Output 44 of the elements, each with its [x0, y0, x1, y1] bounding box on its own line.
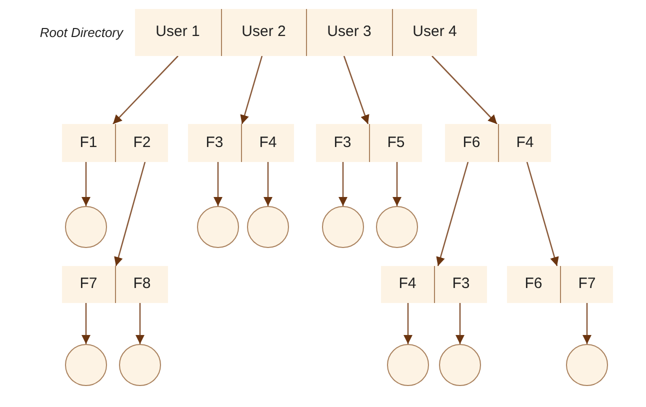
directory-box	[445, 124, 551, 162]
directory-cell: F7	[560, 266, 613, 303]
arrow	[404, 303, 412, 344]
arrow	[112, 56, 178, 124]
arrow	[392, 162, 402, 206]
directory-box	[507, 266, 613, 303]
directory-cell: User 2	[220, 9, 306, 56]
arrow	[264, 162, 272, 206]
arrow	[436, 162, 469, 266]
directory-cell: F6	[445, 124, 498, 162]
directory-cell: User 1	[135, 9, 220, 56]
arrow	[82, 303, 90, 344]
directory-cell: F6	[507, 266, 560, 303]
directory-cell: F3	[434, 266, 487, 303]
directory-cell: F7	[62, 266, 115, 303]
arrow	[338, 162, 348, 206]
directory-box	[381, 266, 487, 303]
directory-cell: F4	[241, 124, 294, 162]
directory-cell: F4	[381, 266, 434, 303]
directory-cell: F2	[115, 124, 168, 162]
arrow	[214, 162, 222, 206]
directory-cell: User 4	[392, 9, 477, 56]
arrow	[526, 162, 559, 266]
arrow	[456, 303, 464, 344]
arrow	[582, 303, 592, 344]
directory-cell: F8	[115, 266, 168, 303]
arrow	[114, 162, 146, 266]
directory-cell: F5	[369, 124, 422, 162]
root-directory-caption: Root Directory	[40, 24, 123, 42]
arrow	[82, 162, 90, 206]
directory-cell: User 3	[306, 9, 392, 56]
directory-box	[316, 124, 422, 162]
arrow	[136, 303, 144, 344]
directory-cell: F1	[62, 124, 115, 162]
directory-box	[62, 266, 168, 303]
directory-cell: F3	[316, 124, 369, 162]
directory-cell: F4	[498, 124, 551, 162]
directory-box	[135, 9, 477, 56]
directory-cell: F3	[188, 124, 241, 162]
arrow	[432, 56, 498, 124]
arrow	[343, 56, 370, 124]
directory-box	[188, 124, 294, 162]
directory-box	[62, 124, 168, 162]
arrow	[240, 56, 263, 124]
